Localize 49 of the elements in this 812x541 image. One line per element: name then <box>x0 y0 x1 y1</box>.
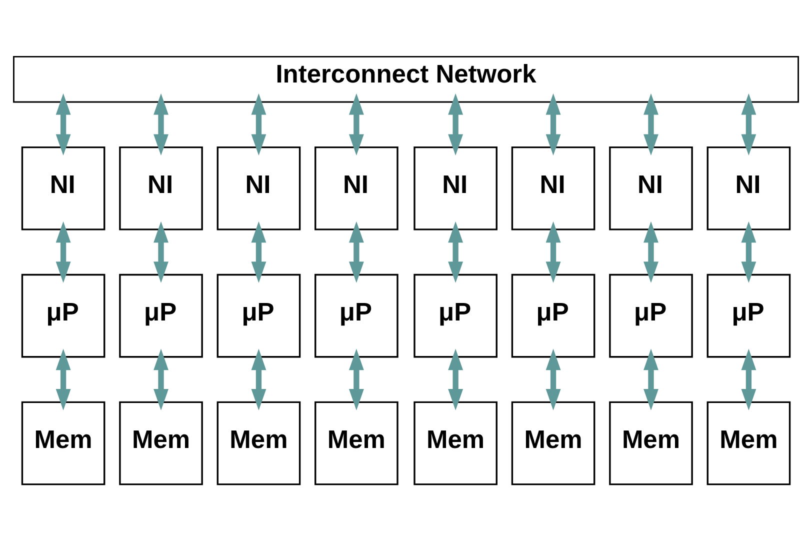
arrow <box>348 221 364 283</box>
arrow <box>546 93 561 156</box>
arrow <box>741 221 756 283</box>
arrow <box>56 221 71 283</box>
node-box: μP <box>706 274 791 358</box>
node-box: μP <box>609 274 693 358</box>
node-box: Mem <box>414 401 498 486</box>
node-box: Mem <box>119 401 203 486</box>
arrow <box>448 221 464 283</box>
arrow <box>644 93 658 156</box>
node-box: μP <box>414 274 498 358</box>
node-box: NI <box>511 146 596 230</box>
node-box: Mem <box>314 401 398 486</box>
arrow <box>741 93 756 156</box>
node-box: NI <box>216 146 301 230</box>
arrow <box>348 348 364 410</box>
node-box: μP <box>216 274 301 358</box>
arrow <box>251 221 266 283</box>
arrow <box>546 348 561 410</box>
node-box: NI <box>21 146 106 230</box>
node-box: Interconnect Network <box>13 56 799 103</box>
node-box: Mem <box>609 401 693 486</box>
node-box: NI <box>706 146 791 230</box>
arrow <box>56 348 71 410</box>
node-box: NI <box>314 146 398 230</box>
node-box: Mem <box>216 401 301 486</box>
node-box: Mem <box>706 401 791 486</box>
node-box: NI <box>609 146 693 230</box>
node-box: μP <box>511 274 596 358</box>
arrow <box>448 93 464 156</box>
arrow <box>741 348 756 410</box>
node-box: μP <box>21 274 106 358</box>
arrow <box>644 221 658 283</box>
arrow <box>154 221 168 283</box>
node-box: NI <box>119 146 203 230</box>
node-box: Mem <box>21 401 106 486</box>
arrow <box>348 93 364 156</box>
arrow <box>154 93 168 156</box>
arrow <box>644 348 658 410</box>
arrow <box>56 93 71 156</box>
arrow <box>448 348 464 410</box>
arrow <box>251 348 266 410</box>
node-box: Mem <box>511 401 596 486</box>
arrow <box>546 221 561 283</box>
arrow <box>154 348 168 410</box>
node-box: μP <box>119 274 203 358</box>
node-box: μP <box>314 274 398 358</box>
node-box: NI <box>414 146 498 230</box>
arrow <box>251 93 266 156</box>
